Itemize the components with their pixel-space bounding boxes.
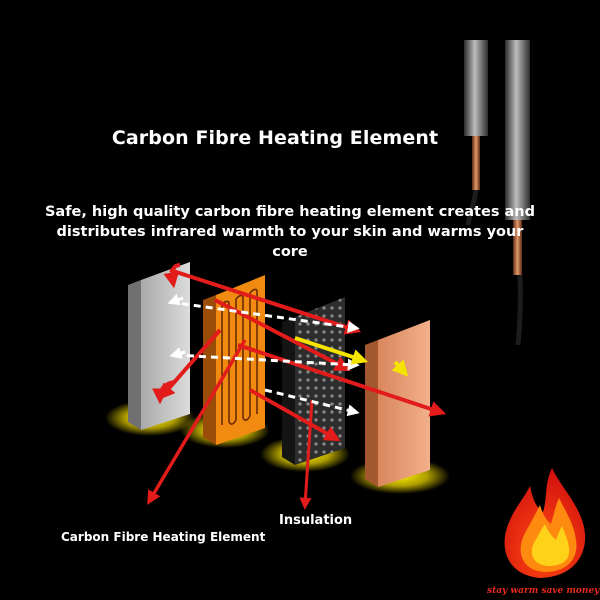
description: Safe, high quality carbon fibre heating … — [40, 202, 540, 262]
outer-layer-panel — [128, 262, 190, 430]
heat-arrow-2 — [214, 298, 351, 371]
heat-flow-arrows — [147, 263, 447, 510]
heat-arrow-3 — [237, 343, 447, 417]
pointer-line-insulation — [299, 399, 314, 510]
heat-arrow-curl-top — [163, 263, 181, 289]
heating-cables — [464, 40, 530, 346]
infrared-arrow-head-back-2 — [169, 347, 186, 359]
brand-slogan: stay warm save money — [487, 586, 600, 596]
infrared-arrow-3 — [264, 388, 360, 417]
description-line-1: Safe, high quality carbon fibre heating … — [44, 204, 535, 220]
heat-arrow-1 — [169, 268, 362, 335]
heat-arrow-4 — [249, 388, 341, 442]
flame-logo-icon — [504, 468, 586, 578]
insulation-label: Insulation — [279, 513, 353, 528]
carbon-fibre-element-label: Carbon Fibre Heating Element — [61, 530, 266, 544]
infrared-arrow-head-back-1 — [167, 293, 184, 306]
page-title: Carbon Fibre Heating Element — [111, 127, 439, 149]
warmth-arrow — [294, 336, 369, 365]
description-line-2: distributes infrared warmth to your skin… — [56, 224, 524, 260]
infrared-arrow-2 — [174, 353, 360, 371]
heat-arrow-curl-bottom — [152, 380, 176, 405]
cable-left — [464, 40, 488, 226]
cable-right — [505, 40, 530, 346]
warmth-arrow-skin — [391, 359, 409, 377]
pointer-line-carbon-fibre — [147, 339, 247, 505]
skin-layer-panel — [365, 320, 430, 487]
